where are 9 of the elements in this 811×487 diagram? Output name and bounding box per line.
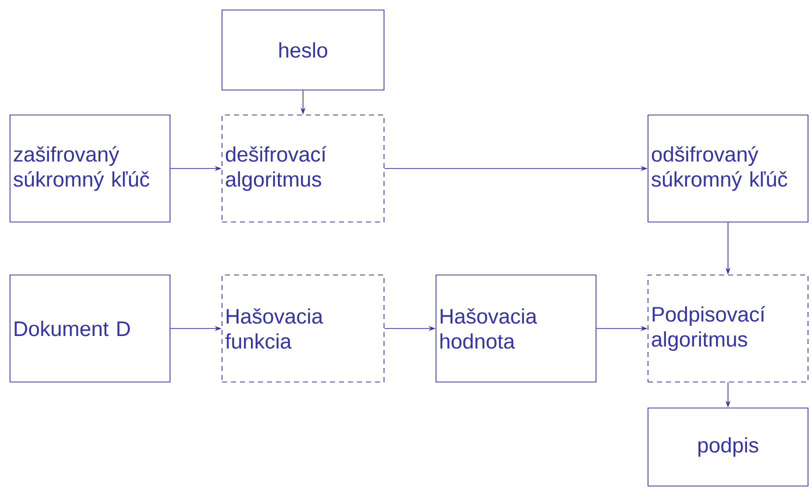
dashed-process-box: Podpisovací algoritmus [648, 274, 808, 382]
dashed-process-box: dešifrovací algoritmus [222, 114, 384, 222]
dashed-process-box: Hašovacia funkcia [222, 274, 384, 382]
process-box: heslo [222, 10, 384, 90]
process-box: Dokument D [10, 274, 170, 382]
process-box: odšifrovaný súkromný kľúč [648, 114, 808, 222]
process-box: zašifrovaný súkromný kľúč [10, 114, 170, 222]
process-box: Hašovacia hodnota [436, 274, 596, 382]
process-box: podpis [648, 408, 808, 486]
